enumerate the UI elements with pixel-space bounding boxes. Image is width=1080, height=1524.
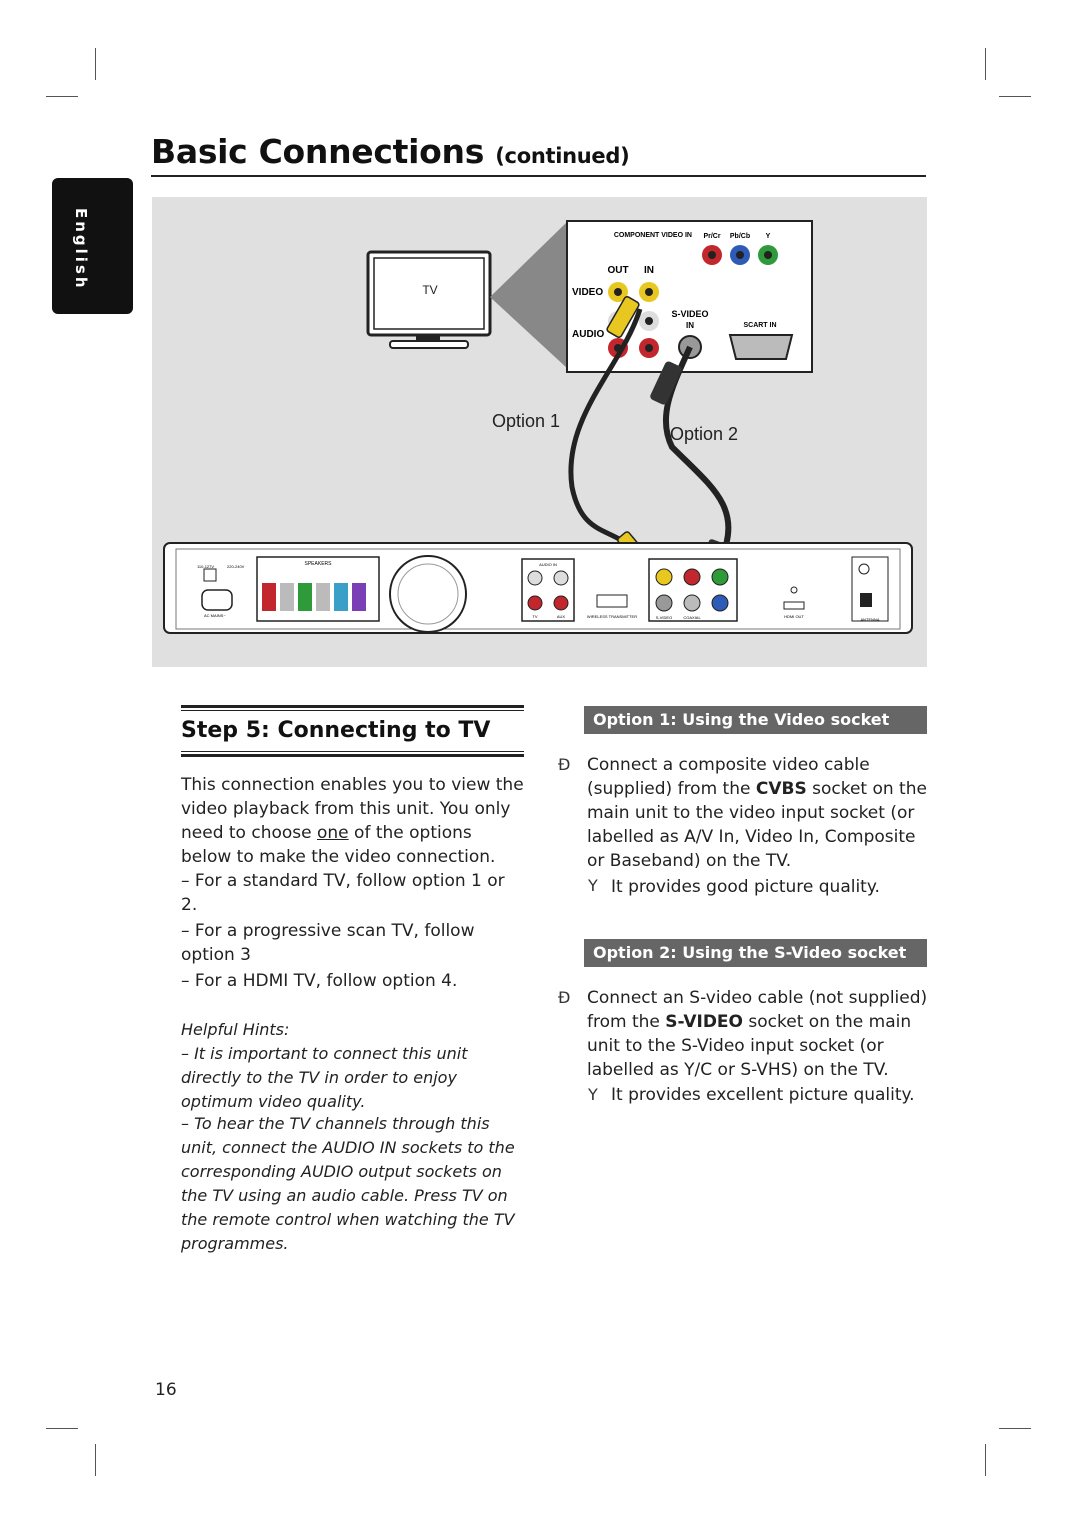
svg-text:WIRELESS TRANSMITTER: WIRELESS TRANSMITTER (587, 614, 637, 619)
step-rule-top (181, 705, 524, 708)
unit-rear-panel: 110-127V 220-240V AC MAINS~ SPEAKERS AUD… (163, 542, 913, 634)
svg-text:220-240V: 220-240V (227, 564, 245, 569)
svg-text:HDMI OUT: HDMI OUT (784, 614, 804, 619)
page-title: Basic Connections (continued) (151, 132, 630, 171)
svg-text:AUX: AUX (557, 614, 566, 619)
option2-result: It provides excellent picture quality. (611, 1085, 915, 1105)
svg-text:SPEAKERS: SPEAKERS (305, 561, 333, 567)
crop-mark (999, 96, 1031, 97)
svg-text:COAXIAL: COAXIAL (683, 615, 701, 620)
tv-icon: TV (366, 250, 492, 349)
svg-text:OUT: OUT (607, 265, 628, 276)
svg-text:COMPONENT VIDEO IN: COMPONENT VIDEO IN (614, 232, 692, 239)
intro-item: – For a standard TV, follow option 1 or … (181, 871, 505, 915)
crop-mark (985, 48, 986, 80)
option1-result: It provides good picture quality. (611, 877, 880, 897)
option2-label: Option 2 (670, 424, 738, 444)
page-number: 16 (155, 1380, 177, 1400)
option2-result-marker: Y (588, 1085, 598, 1104)
svg-text:IN: IN (644, 265, 654, 276)
option1-result-marker: Y (588, 876, 598, 895)
step-rule-top-thin (181, 710, 524, 711)
option2-text: Connect an S-video cable (not supplied) … (587, 988, 928, 1080)
svg-text:ANTENNA: ANTENNA (860, 617, 879, 622)
hint-item: – To hear the TV channels through this u… (181, 1114, 515, 1253)
svg-text:SCART IN: SCART IN (743, 322, 776, 329)
option1-heading: Option 1: Using the Video socket (584, 706, 927, 734)
crop-mark (46, 96, 78, 97)
intro-paragraph: This connection enables you to view the … (181, 775, 524, 867)
intro-item: – For a progressive scan TV, follow opti… (181, 921, 475, 965)
connection-diagram: TV COMPONENT VIDEO IN Pr/Cr Pb/Cb Y OUT … (152, 197, 927, 667)
option1-label: Option 1 (492, 411, 560, 431)
step-rule-bottom (181, 751, 524, 752)
crop-mark (999, 1428, 1031, 1429)
svg-text:Pr/Cr: Pr/Cr (703, 233, 720, 240)
option1-text: Connect a composite video cable (supplie… (587, 755, 927, 871)
language-tab: English (52, 178, 133, 314)
hints-heading: Helpful Hints: (181, 1020, 290, 1039)
crop-mark (95, 48, 96, 80)
intro-item: – For a HDMI TV, follow option 4. (181, 971, 458, 991)
svg-text:110-127V: 110-127V (197, 564, 214, 569)
crop-mark (985, 1444, 986, 1476)
hint-item: – It is important to connect this unit d… (181, 1044, 468, 1111)
crop-mark (95, 1444, 96, 1476)
option2-bullet: Ð (558, 988, 571, 1007)
svg-text:Y: Y (766, 233, 771, 240)
option1-bullet: Ð (558, 755, 571, 774)
title-rule (151, 175, 926, 177)
svg-text:VIDEO: VIDEO (572, 287, 603, 298)
crop-mark (46, 1428, 78, 1429)
svg-text:S-VIDEO: S-VIDEO (671, 309, 708, 319)
svg-text:TV: TV (532, 614, 537, 619)
svg-text:AC MAINS~: AC MAINS~ (204, 613, 226, 618)
step-rule-bottom-thick (181, 754, 524, 757)
option2-heading: Option 2: Using the S-Video socket (584, 939, 927, 967)
svg-text:Pb/Cb: Pb/Cb (730, 233, 750, 240)
svg-text:AUDIO: AUDIO (572, 329, 604, 340)
svg-text:S-VIDEO: S-VIDEO (656, 615, 672, 620)
svg-text:IN: IN (686, 321, 694, 330)
step-title: Step 5: Connecting to TV (181, 718, 491, 743)
tv-label: TV (422, 283, 437, 297)
svg-text:AUDIO IN: AUDIO IN (539, 562, 557, 567)
